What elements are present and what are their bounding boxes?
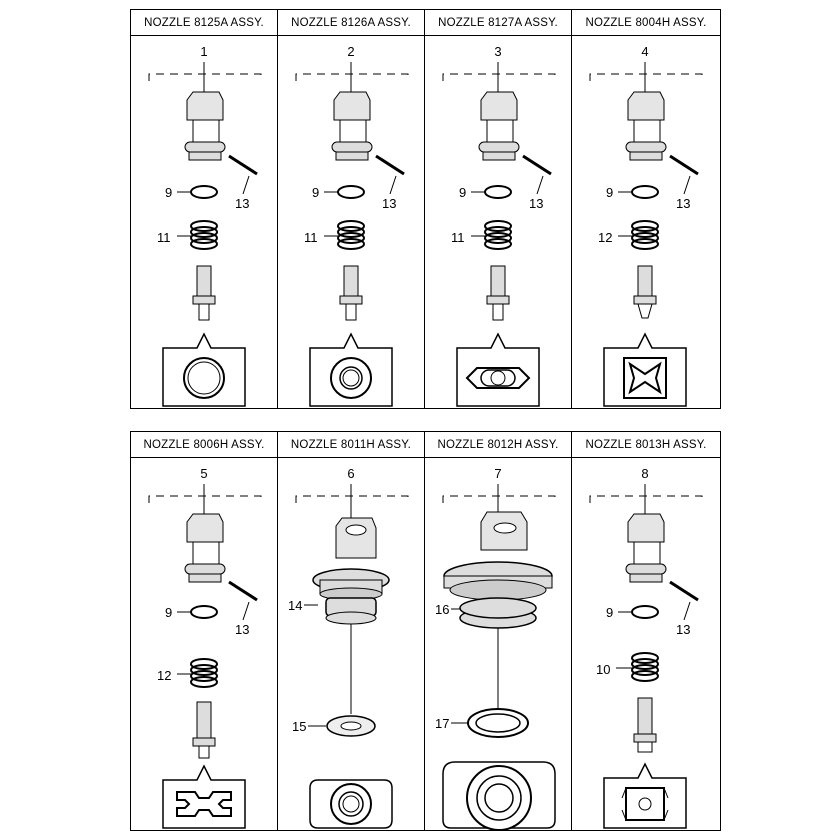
callout-ring: 9 xyxy=(606,605,613,620)
o-ring xyxy=(190,605,218,619)
assembly-index: 6 xyxy=(347,466,354,481)
nozzle-diagram: 1 13 9 11 xyxy=(148,44,262,407)
spring xyxy=(484,220,512,250)
nozzle-diagram: 8 13 9 10 xyxy=(589,466,703,829)
callout-spring: 12 xyxy=(157,668,171,683)
callout-pad: 17 xyxy=(435,716,449,731)
panel-title: NOZZLE 8011H ASSY. xyxy=(278,432,424,458)
nozzle-shaft xyxy=(343,265,359,297)
panel-title: NOZZLE 8006H ASSY. xyxy=(131,432,277,458)
callout-ring: 9 xyxy=(606,185,613,200)
assembly-index: 7 xyxy=(494,466,501,481)
callout-spring: 11 xyxy=(157,230,171,245)
nozzle-diagram: 6 14 15 xyxy=(288,466,409,829)
assembly-bracket xyxy=(295,495,409,503)
assembly-bracket xyxy=(148,73,262,81)
o-ring xyxy=(484,185,512,199)
callout-spring: 12 xyxy=(598,230,612,245)
assembly-bracket xyxy=(589,495,703,503)
nozzle-diagram: 7 16 17 xyxy=(435,466,556,830)
nozzle-diagram: 3 13 9 11 xyxy=(442,44,556,407)
panel-title: NOZZLE 8126A ASSY. xyxy=(278,10,424,36)
panel-title: NOZZLE 8127A ASSY. xyxy=(425,10,571,36)
callout-body: 16 xyxy=(435,602,449,617)
assembly-bracket xyxy=(295,73,409,81)
nozzle-head xyxy=(186,513,224,543)
callout-body: 14 xyxy=(288,598,302,613)
assembly-bracket xyxy=(442,495,556,503)
top-row-table: NOZZLE 8125A ASSY. 1 13 9 11 xyxy=(130,9,721,409)
panel-nozzle-8006h: NOZZLE 8006H ASSY. 5 13 9 12 xyxy=(131,432,278,830)
nozzle-head xyxy=(333,91,371,121)
nozzle-diagram: 2 13 9 11 xyxy=(295,44,409,407)
nozzle-head xyxy=(335,517,377,559)
panel-title: NOZZLE 8125A ASSY. xyxy=(131,10,277,36)
nozzle-diagram: 4 13 9 12 xyxy=(589,44,703,407)
assembly-bracket xyxy=(442,73,556,81)
spring xyxy=(337,220,365,250)
tip-h-shape xyxy=(176,791,232,817)
o-ring xyxy=(631,605,659,619)
spring xyxy=(631,652,659,682)
callout-pad: 15 xyxy=(292,719,306,734)
assembly-index: 3 xyxy=(494,44,501,59)
assembly-index: 4 xyxy=(641,44,648,59)
spring xyxy=(190,658,218,688)
panel-title: NOZZLE 8012H ASSY. xyxy=(425,432,571,458)
callout-pin: 13 xyxy=(529,196,543,211)
panel-nozzle-8126a: NOZZLE 8126A ASSY. 2 13 9 11 xyxy=(278,10,425,408)
panel-nozzle-8004h: NOZZLE 8004H ASSY. 4 13 9 12 xyxy=(572,10,720,408)
nozzle-head xyxy=(480,91,518,121)
nozzle-head xyxy=(186,91,224,121)
callout-spring: 11 xyxy=(451,230,465,245)
assembly-index: 5 xyxy=(200,466,207,481)
panel-nozzle-8125a: NOZZLE 8125A ASSY. 1 13 9 11 xyxy=(131,10,278,408)
callout-ring: 9 xyxy=(459,185,466,200)
assembly-index: 8 xyxy=(641,466,648,481)
callout-pin: 13 xyxy=(676,196,690,211)
tip-cross xyxy=(628,361,662,395)
panel-title: NOZZLE 8004H ASSY. xyxy=(572,10,720,36)
panel-title: NOZZLE 8013H ASSY. xyxy=(572,432,720,458)
callout-ring: 9 xyxy=(165,605,172,620)
spring xyxy=(190,220,218,250)
assembly-index: 1 xyxy=(200,44,207,59)
callout-ring: 9 xyxy=(165,185,172,200)
callout-ring: 9 xyxy=(312,185,319,200)
assembly-index: 2 xyxy=(347,44,354,59)
callout-pin: 13 xyxy=(382,196,396,211)
o-ring xyxy=(631,185,659,199)
nozzle-shaft xyxy=(196,265,212,297)
panel-nozzle-8012h: NOZZLE 8012H ASSY. 7 16 17 xyxy=(425,432,572,830)
nozzle-diagram: 5 13 9 12 xyxy=(148,466,262,829)
panel-nozzle-8127a: NOZZLE 8127A ASSY. 3 13 9 11 xyxy=(425,10,572,408)
callout-spring: 11 xyxy=(304,230,318,245)
bottom-row-table: NOZZLE 8006H ASSY. 5 13 9 12 xyxy=(130,431,721,831)
nozzle-head xyxy=(627,513,665,543)
callout-pin: 13 xyxy=(676,622,690,637)
callout-pin: 13 xyxy=(235,196,249,211)
nozzle-shaft xyxy=(637,265,653,297)
nozzle-shaft xyxy=(637,697,653,735)
nozzle-shaft xyxy=(490,265,506,297)
panel-nozzle-8011h: NOZZLE 8011H ASSY. 6 14 15 xyxy=(278,432,425,830)
spring xyxy=(631,220,659,250)
panel-nozzle-8013h: NOZZLE 8013H ASSY. 8 13 9 10 xyxy=(572,432,720,830)
nozzle-head xyxy=(627,91,665,121)
callout-pin: 13 xyxy=(235,622,249,637)
callout-spring: 10 xyxy=(596,662,610,677)
nozzle-shaft xyxy=(196,701,212,739)
assembly-bracket xyxy=(589,73,703,81)
assembly-bracket xyxy=(148,495,262,503)
o-ring xyxy=(190,185,218,199)
o-ring xyxy=(337,185,365,199)
